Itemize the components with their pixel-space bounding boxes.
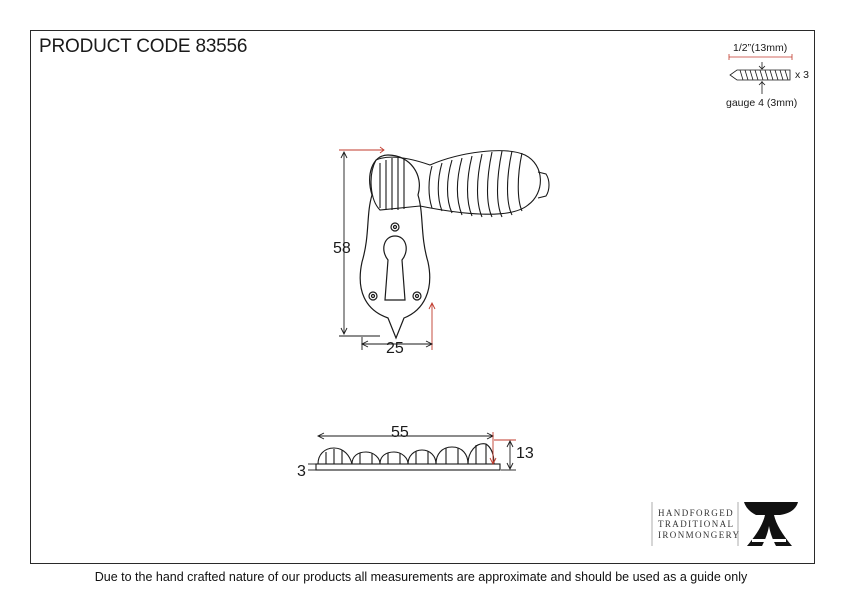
brand-line-1: HANDFORGED [658,508,735,518]
screw-icon [728,54,793,94]
brand-divider [651,502,739,546]
front-width-dimension: 25 [386,340,404,357]
escutcheon-side-view [315,443,501,471]
product-code-title: PRODUCT CODE 83556 [39,36,248,57]
brand-line-3: IRONMONGERY [658,530,741,540]
escutcheon-front-view [359,154,431,340]
side-length-dimension: 55 [391,424,409,441]
front-dimension-lines [339,146,436,350]
measurement-disclaimer: Due to the hand crafted nature of our pr… [94,570,748,584]
anvil-logo-icon [744,502,798,546]
brand-line-2: TRADITIONAL [658,519,735,529]
screw-gauge-label: gauge 4 (3mm) [726,97,798,109]
side-dimension-lines [308,432,516,471]
brand-wordmark: HANDFORGED TRADITIONAL IRONMONGERY [658,508,740,541]
drawing-frame [30,30,815,564]
side-height-dimension: 13 [516,445,534,462]
beehive-cover-front [370,150,550,218]
screw-count-label: x 3 [795,69,810,81]
front-height-dimension: 58 [333,240,351,257]
plate-thickness-dimension: 3 [297,463,306,480]
screw-length-label: 1/2”(13mm) [733,42,788,54]
